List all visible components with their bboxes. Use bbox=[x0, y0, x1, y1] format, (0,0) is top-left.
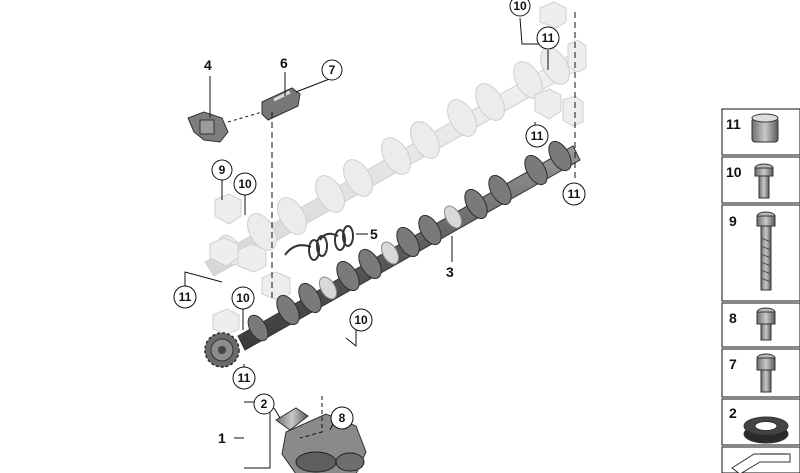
callout-7: 7 bbox=[329, 63, 336, 77]
callout-11b: 11 bbox=[531, 129, 544, 143]
camshaft-sprocket bbox=[204, 332, 240, 368]
callout-8: 8 bbox=[339, 411, 346, 425]
callout-10-top: 10 bbox=[513, 0, 527, 13]
short-bolt-icon bbox=[754, 163, 774, 199]
callouts: 4 6 7 9 10 10 11 11 11 5 3 11 10 10 11 2… bbox=[173, 0, 586, 446]
seal-ring-icon bbox=[743, 416, 789, 444]
callout-11-top: 11 bbox=[542, 31, 555, 45]
sensor-part-4 bbox=[187, 111, 229, 143]
callout-10b: 10 bbox=[236, 291, 250, 305]
camshaft-part-3 bbox=[204, 140, 581, 368]
sidebar-label-9: 9 bbox=[729, 213, 737, 229]
upper-camshaft-ghost bbox=[204, 1, 587, 336]
callout-9: 9 bbox=[219, 163, 226, 177]
callout-11c: 11 bbox=[568, 187, 581, 201]
sidebar-labels: 11 10 9 8 7 2 bbox=[726, 116, 742, 421]
callout-11e: 11 bbox=[238, 371, 251, 385]
callout-11d: 11 bbox=[179, 290, 192, 304]
callout-6: 6 bbox=[280, 55, 288, 71]
sidebar-label-7: 7 bbox=[729, 356, 737, 372]
sidebar-label-8: 8 bbox=[729, 310, 737, 326]
spring-part-5 bbox=[284, 225, 354, 261]
callout-1: 1 bbox=[218, 430, 226, 446]
sidebar-label-11: 11 bbox=[726, 116, 741, 132]
sidebar-part-drawings bbox=[731, 113, 791, 473]
callout-10a: 10 bbox=[238, 177, 252, 191]
callout-10c: 10 bbox=[354, 313, 368, 327]
callout-3: 3 bbox=[446, 264, 454, 280]
actuator-part-6 bbox=[261, 87, 301, 121]
callout-4: 4 bbox=[204, 57, 212, 73]
shim-icon bbox=[731, 453, 791, 473]
sleeve-icon bbox=[751, 113, 779, 143]
sidebar-label-2: 2 bbox=[729, 405, 737, 421]
long-bolt-icon bbox=[756, 211, 776, 291]
bolt-8-icon bbox=[756, 307, 776, 341]
bolt-7-icon bbox=[756, 353, 776, 393]
callout-2: 2 bbox=[261, 397, 268, 411]
callout-5: 5 bbox=[370, 226, 378, 242]
sidebar-label-10: 10 bbox=[726, 164, 742, 180]
